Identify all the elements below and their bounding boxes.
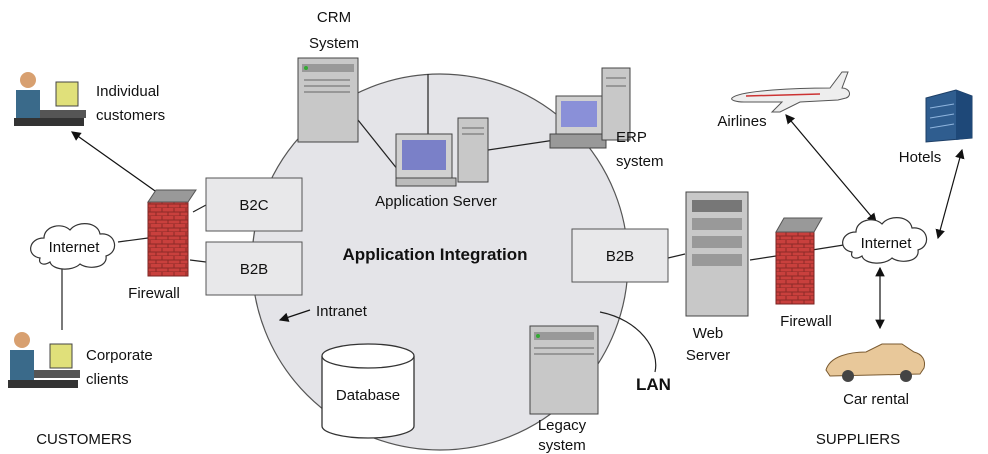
customers-section-label: CUSTOMERS	[36, 431, 132, 448]
arrows	[71, 114, 965, 330]
legacy-label-1: Legacy	[538, 417, 587, 434]
individual-label-2: customers	[96, 107, 165, 124]
internet-right-cloud-icon	[842, 217, 928, 264]
legacy-label-2: system	[538, 437, 586, 454]
application-server-label: Application Server	[375, 193, 497, 210]
corporate-client-icon	[8, 332, 80, 388]
hotel-icon	[925, 89, 973, 143]
erp-label-2: system	[616, 153, 664, 170]
web-server-icon	[685, 191, 749, 317]
b2c-box: B2C	[205, 177, 303, 232]
b2c-label: B2C	[239, 197, 268, 214]
internet-left-label: Internet	[49, 239, 101, 256]
b2b-right-box: B2B	[571, 228, 669, 283]
airlines-label: Airlines	[717, 113, 766, 130]
erp-server-icon	[549, 67, 631, 149]
web-server-label-2: Server	[686, 347, 730, 364]
suppliers-section-label: SUPPLIERS	[816, 431, 900, 448]
firewall-right-icon	[775, 217, 823, 305]
web-server-label-1: Web	[693, 325, 724, 342]
car-icon	[825, 343, 925, 382]
airplane-icon	[731, 71, 850, 113]
individual-label-1: Individual	[96, 83, 159, 100]
b2b-left-box: B2B	[205, 241, 303, 296]
application-integration-label: Application Integration	[342, 245, 527, 264]
b2b-left-label: B2B	[240, 261, 268, 278]
crm-server-icon	[297, 57, 359, 143]
lan-label: LAN	[636, 375, 671, 394]
database-label: Database	[336, 387, 400, 404]
crm-label-1: CRM	[317, 9, 351, 26]
car-rental-label: Car rental	[843, 391, 909, 408]
corporate-label-2: clients	[86, 371, 129, 388]
individual-customer-icon	[14, 72, 86, 126]
internet-left-cloud-icon	[30, 223, 116, 270]
hotels-label: Hotels	[899, 149, 942, 166]
legacy-server-icon	[529, 325, 599, 415]
application-server-icon	[395, 117, 489, 187]
b2b-right-label: B2B	[606, 248, 634, 265]
corporate-label-1: Corporate	[86, 347, 153, 364]
intranet-label: Intranet	[316, 303, 368, 320]
database-icon	[321, 343, 415, 439]
connector-lines	[61, 74, 851, 373]
crm-label-2: System	[309, 35, 359, 52]
firewall-left-label: Firewall	[128, 285, 180, 302]
erp-label-1: ERP	[616, 129, 647, 146]
firewall-right-label: Firewall	[780, 313, 832, 330]
firewall-left-icon	[147, 189, 197, 277]
internet-right-label: Internet	[861, 235, 913, 252]
